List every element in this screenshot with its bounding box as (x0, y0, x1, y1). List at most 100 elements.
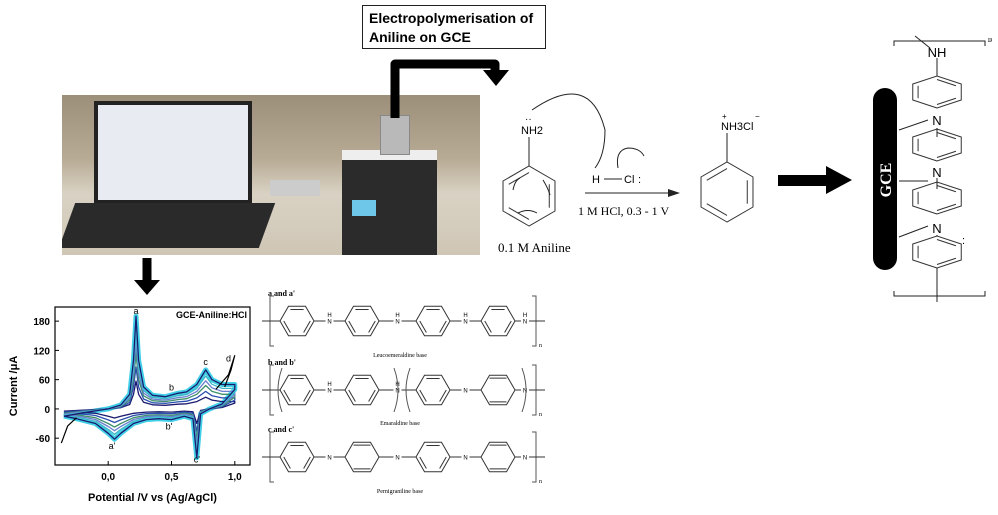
repeat-subscript: n (539, 343, 542, 349)
double-bond (439, 389, 447, 402)
cv-cycle (63, 315, 236, 459)
gce-electrode (873, 88, 897, 270)
cv-first-cycle-tail (60, 417, 77, 444)
repeat-subscript: n (986, 38, 995, 42)
repeat-subscript: n (539, 479, 542, 485)
electron-arrow (531, 93, 606, 169)
nh-label: H (327, 382, 331, 388)
chain-nitrogen: NH (928, 45, 947, 60)
benzene-ring (912, 75, 962, 109)
positive-charge: + (722, 112, 727, 121)
benzene-ring (415, 305, 451, 337)
structure-name: Pernigraniline base (377, 489, 423, 495)
bracket-bottom (893, 291, 986, 297)
process-arrow-head (483, 70, 509, 86)
double-bond (508, 207, 530, 220)
peak-label: c (203, 357, 208, 367)
hcl-cl: Cl (624, 174, 634, 186)
potentiostat (270, 180, 320, 196)
negative-charge: − (755, 112, 760, 121)
double-bond (419, 456, 427, 469)
benzene-ring (480, 374, 516, 406)
peak-label: a (134, 306, 139, 316)
benzene-ring (415, 441, 451, 473)
cv-envelope (63, 313, 238, 461)
nitrogen-label: N (523, 320, 527, 326)
lone-pair: ·· (525, 114, 532, 125)
double-bond (283, 320, 291, 333)
double-bond (348, 320, 356, 333)
bracket-top (893, 40, 986, 46)
nitrogen-label: N (463, 320, 467, 326)
nh-label: H (327, 313, 331, 319)
double-bond (439, 320, 447, 333)
double-bond (439, 456, 447, 469)
cv-first-cycle-tail (215, 355, 236, 390)
benzene-ring (502, 165, 556, 227)
double-bond (283, 456, 291, 469)
benzene-ring (480, 441, 516, 473)
lone-pair: : (962, 235, 965, 247)
structure-name: Leucoemeraldine base (373, 353, 427, 359)
nitrogen-label: N (463, 456, 467, 462)
double-bond (419, 389, 427, 402)
double-bond (706, 203, 728, 216)
structure-heading: b and b' (268, 358, 296, 367)
y-tick-label: 0 (44, 405, 50, 416)
nh-label: H (395, 313, 399, 319)
n-gce-bond (898, 225, 929, 238)
chain-nitrogen: N (932, 221, 941, 236)
double-bond (303, 389, 311, 402)
repeat-subscript: n (539, 412, 542, 418)
benzene-ring (279, 305, 315, 337)
hcl-h: H (592, 174, 600, 186)
benzene-ring (912, 235, 962, 269)
double-bond (706, 168, 728, 181)
benzene-ring (700, 161, 754, 223)
double-bond (504, 320, 512, 333)
benzene-ring (344, 441, 380, 473)
benzene-ring (480, 305, 516, 337)
double-bond (283, 389, 291, 402)
nitrogen-label: N (395, 456, 399, 462)
x-axis-label: Potential /V vs (Ag/AgCl) (88, 492, 217, 504)
plot-frame (54, 306, 251, 466)
nitrogen-label: N (523, 456, 527, 462)
parenthesis (277, 367, 283, 413)
nitrogen-label: N (327, 320, 331, 326)
title-box: Electropolymerisation of Aniline on GCE (362, 5, 546, 49)
double-bond (303, 456, 311, 469)
parenthesis (521, 367, 527, 413)
x-tick-label: 0,0 (101, 472, 115, 483)
benzene-ring (279, 441, 315, 473)
benzene-ring (415, 374, 451, 406)
hotplate-display (352, 200, 376, 216)
structure-heading: c and c' (268, 425, 294, 434)
y-tick-label: 60 (39, 376, 51, 387)
x-tick-label: 1,0 (228, 472, 242, 483)
chain-nitrogen: N (932, 165, 941, 180)
ring-arrows (512, 177, 551, 214)
double-bond (936, 203, 957, 211)
reaction-conditions: 1 M HCl, 0.3 - 1 V (578, 204, 669, 218)
double-bond (936, 239, 957, 247)
peak-label: c' (194, 455, 201, 465)
nh-label: H (463, 313, 467, 319)
double-bond (419, 320, 427, 333)
n-gce-bond (898, 119, 929, 131)
electron-arrow (617, 147, 645, 169)
peak-label: b' (166, 421, 173, 431)
gce-label: GCE (878, 163, 895, 198)
nitrogen-label: N (327, 389, 331, 395)
peak-label: a' (109, 441, 116, 451)
lab-setup-photo (62, 95, 480, 255)
double-bond (368, 389, 376, 402)
parenthesis (405, 367, 411, 413)
y-tick-label: -60 (36, 434, 51, 445)
